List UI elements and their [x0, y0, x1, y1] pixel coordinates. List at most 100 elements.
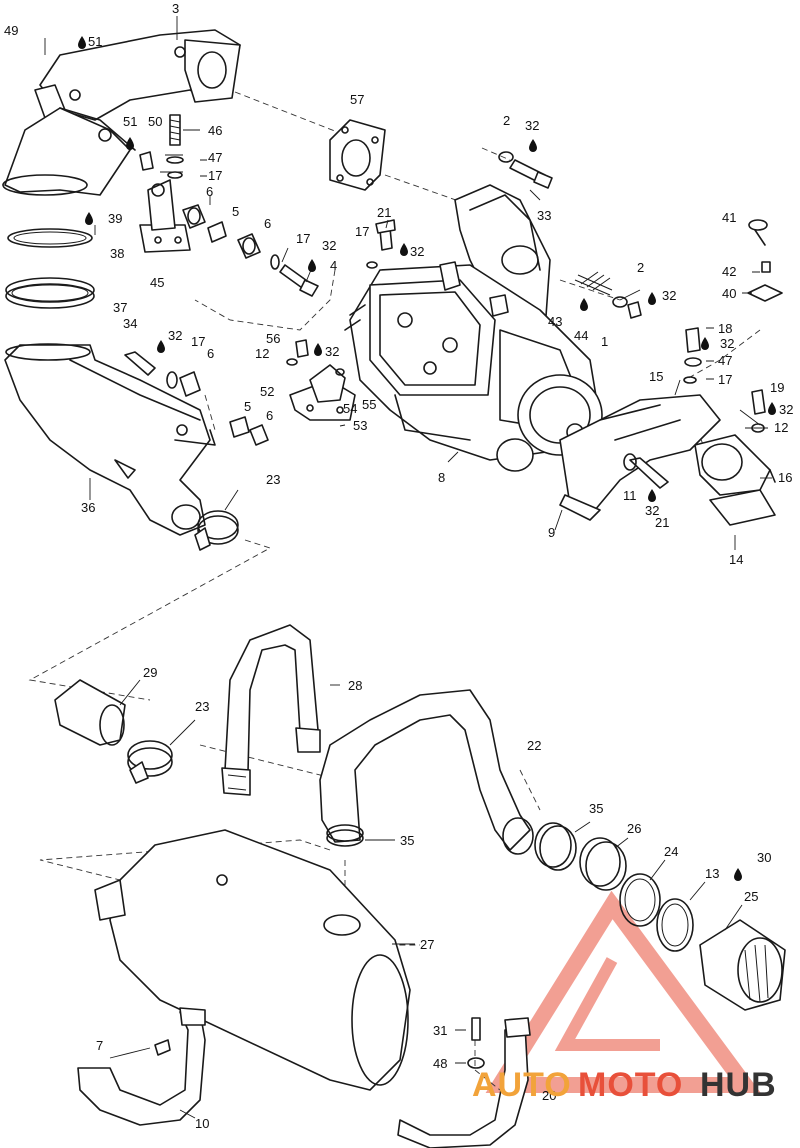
watermark-moto: MOTO: [578, 1066, 683, 1104]
clamp-26: [579, 837, 627, 891]
label-41: 41: [722, 210, 736, 225]
label-17e: 17: [718, 372, 732, 387]
label-12: 12: [255, 346, 269, 361]
label-40: 40: [722, 286, 736, 301]
label-2: 2: [503, 113, 510, 128]
sleeve-42: [761, 261, 771, 273]
label-50: 50: [148, 114, 162, 129]
part-labels: 3 49 51 57 51 50 46 47 17 6 5 6 17 32 4 …: [4, 1, 793, 1131]
label-47b: 47: [718, 353, 732, 368]
label-17d: 17: [191, 334, 205, 349]
label-46: 46: [208, 123, 222, 138]
label-57: 57: [350, 92, 364, 107]
tailpipe-25: [699, 919, 786, 1011]
label-39: 39: [108, 211, 122, 226]
label-5b: 5: [244, 399, 251, 414]
washer-2b: [612, 296, 628, 308]
washer-47b: [684, 357, 702, 367]
nut-50: [139, 151, 154, 171]
bolt-21a: [375, 219, 396, 251]
label-51: 51: [88, 34, 102, 49]
label-14: 14: [729, 552, 743, 567]
label-6c: 6: [207, 346, 214, 361]
muffler-end-16: [694, 434, 776, 496]
bolt-18: [685, 327, 701, 353]
label-21b: 21: [655, 515, 669, 530]
label-32: 32: [322, 238, 336, 253]
label-48: 48: [433, 1056, 447, 1071]
label-53: 53: [353, 418, 367, 433]
clamp-35a: [326, 824, 364, 847]
label-28: 28: [348, 678, 362, 693]
clamp-35b: [534, 822, 577, 871]
label-24: 24: [664, 844, 678, 859]
spacer-6b: [237, 233, 261, 259]
exhaust-manifold-3: [34, 29, 241, 121]
label-51b: 51: [123, 114, 137, 129]
label-4: 4: [330, 258, 337, 273]
label-31: 31: [433, 1023, 447, 1038]
watermark-hub: HUB: [700, 1066, 777, 1104]
label-49: 49: [4, 23, 18, 38]
sleeve-5: [207, 221, 227, 243]
nut-1: [627, 301, 642, 319]
label-38: 38: [110, 246, 124, 261]
gasket-24: [619, 873, 661, 927]
label-23: 23: [266, 472, 280, 487]
label-22: 22: [527, 738, 541, 753]
label-12b: 12: [774, 420, 788, 435]
label-21: 21: [377, 205, 391, 220]
watermark-text: AUTO MOTO HUB: [472, 1066, 777, 1104]
ring-13: [656, 898, 694, 952]
washer-12a: [286, 358, 298, 366]
bracket-45: [139, 179, 191, 253]
strap-28: [221, 624, 321, 796]
label-56: 56: [266, 331, 280, 346]
clamp-23a: [194, 510, 239, 551]
exhaust-pipe-36: [4, 343, 216, 536]
label-26: 26: [627, 821, 641, 836]
label-3: 3: [172, 1, 179, 16]
label-18: 18: [718, 321, 732, 336]
label-5: 5: [232, 204, 239, 219]
lubricant-drop-icons: [78, 36, 776, 881]
label-33: 33: [537, 208, 551, 223]
clamp-23b: [127, 740, 173, 784]
muffler-27: [94, 829, 411, 1091]
label-15: 15: [649, 369, 663, 384]
label-17: 17: [208, 168, 222, 183]
spacer-6: [182, 204, 206, 229]
label-17b: 17: [296, 231, 310, 246]
label-11: 11: [623, 488, 637, 503]
support-52-53: [289, 364, 356, 421]
exhaust-pipe-22: [319, 689, 534, 855]
label-32d: 32: [662, 288, 676, 303]
spacer-6c: [179, 371, 201, 397]
label-34: 34: [123, 316, 137, 331]
label-45: 45: [150, 275, 164, 290]
label-44: 44: [574, 328, 588, 343]
washer-17d: [166, 371, 178, 389]
label-25: 25: [744, 889, 758, 904]
label-23b: 23: [195, 699, 209, 714]
watermark-logo: [485, 890, 761, 1093]
watermark-auto: AUTO: [472, 1066, 572, 1104]
bolt-21b: [623, 453, 669, 489]
label-20: 20: [542, 1088, 556, 1103]
grommet-40: [747, 284, 783, 302]
label-9: 9: [548, 525, 555, 540]
label-27: 27: [420, 937, 434, 952]
bolt-7: [154, 1039, 171, 1056]
strap-10: [77, 1007, 206, 1126]
label-8: 8: [438, 470, 445, 485]
bolt-19: [751, 389, 766, 415]
label-6d: 6: [266, 408, 273, 423]
label-32g: 32: [720, 336, 734, 351]
label-13: 13: [705, 866, 719, 881]
washer-17b: [270, 254, 280, 270]
label-55: 55: [362, 397, 376, 412]
label-42: 42: [722, 264, 736, 279]
label-52: 52: [260, 384, 274, 399]
hook-41: [748, 219, 768, 246]
